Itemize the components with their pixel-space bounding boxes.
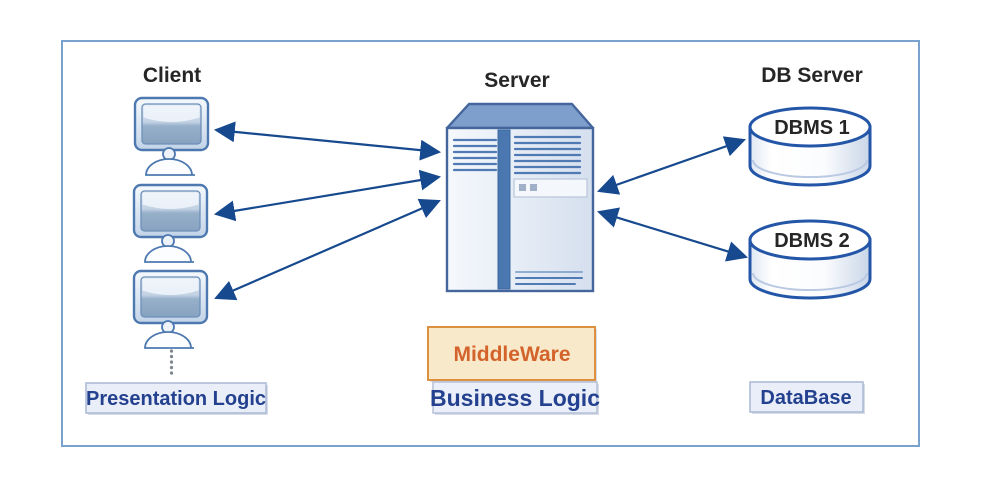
client-monitor-icon-3: [132, 269, 209, 349]
server-vents-bottom: [515, 271, 583, 285]
client-server-arrows: [213, 121, 442, 301]
client-monitor-icon-2: [132, 183, 209, 263]
dbms2-cylinder-icon: DBMS 2: [748, 219, 872, 300]
cylinder-top: [748, 106, 872, 148]
client-monitor-icon-1: [133, 96, 210, 176]
client1-server-arrow: [213, 121, 442, 161]
dbms1-cylinder-icon: DBMS 1: [748, 106, 872, 187]
server-center-stripe: [497, 129, 511, 290]
presentation-logic-box: Presentation Logic: [85, 382, 268, 415]
screen-gloss: [142, 278, 199, 295]
server-db-arrows: [597, 136, 748, 262]
server-drive-panel: [513, 178, 588, 198]
middleware-label: MiddleWare: [453, 343, 570, 366]
cylinder-rim-shade: [752, 159, 868, 178]
db-server-heading: DB Server: [761, 64, 863, 87]
database-rect: [749, 381, 864, 413]
middleware-box: MiddleWare: [427, 326, 597, 382]
server-heading: Server: [484, 69, 549, 92]
screen-gloss: [142, 192, 199, 209]
middleware-rect: [427, 326, 596, 381]
business-rect: [432, 381, 598, 414]
drive-led-icon: [519, 184, 526, 191]
client-heading: Client: [143, 64, 201, 87]
monitor-stand: [145, 158, 195, 176]
cylinder-rim-shade: [752, 272, 868, 291]
business-logic-box: Business Logic: [430, 381, 600, 415]
drive-led-icon: [530, 184, 537, 191]
server-vents-right: [513, 135, 582, 175]
server-dbms2-arrow: [597, 207, 748, 262]
dbms2-label: DBMS 2: [774, 230, 850, 252]
cylinder-top: [748, 219, 872, 261]
database-label: DataBase: [760, 387, 851, 409]
presentation-rect: [85, 382, 267, 414]
dbms1-label: DBMS 1: [774, 117, 850, 139]
database-box: DataBase: [749, 381, 865, 414]
client3-server-arrow: [214, 198, 441, 301]
monitor-stand: [144, 331, 194, 349]
server-icon: [445, 102, 595, 293]
server-top-face: [445, 102, 595, 130]
server-dbms1-arrow: [597, 136, 746, 195]
business-logic-label: Business Logic: [430, 385, 600, 411]
screen-gloss: [143, 105, 200, 122]
presentation-logic-label: Presentation Logic: [86, 388, 266, 410]
server-vents-left: [452, 138, 498, 172]
monitor-stand: [144, 245, 194, 263]
